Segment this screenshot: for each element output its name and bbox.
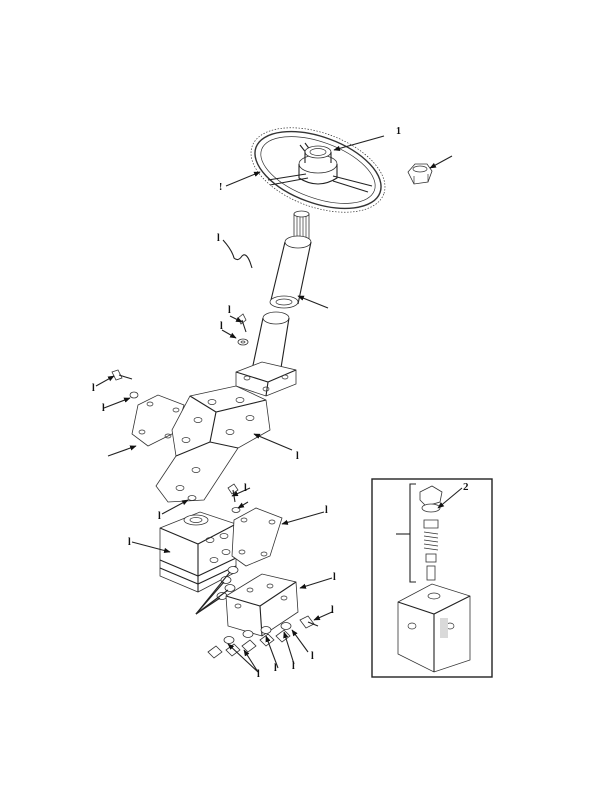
column-bolt — [237, 313, 249, 346]
callout-label: l — [311, 651, 314, 662]
left-bolts — [111, 369, 139, 399]
inset-callout-label: 2 — [463, 481, 469, 493]
callout-label: l — [158, 511, 161, 522]
side-bolt — [299, 615, 319, 629]
callout-label: l — [292, 661, 295, 672]
wheel-nut — [407, 163, 433, 185]
callout-label: l — [102, 403, 105, 414]
lower-column-tube — [235, 311, 297, 397]
inset-detail — [371, 478, 493, 678]
steering-valve — [159, 511, 237, 593]
steering-wheel — [250, 127, 386, 213]
callout-label: l — [128, 537, 131, 548]
wire-clip — [222, 239, 253, 269]
leader-lines — [95, 135, 453, 673]
upper-column-tube — [269, 235, 312, 309]
callout-label: l — [333, 572, 336, 583]
callout-label: l — [331, 605, 334, 616]
callout-label: l — [296, 451, 299, 462]
callout-label: l — [92, 383, 95, 394]
mounting-bracket — [155, 385, 271, 503]
callout-label: ! — [219, 182, 223, 193]
callout-label: l — [325, 505, 328, 516]
callout-label: l — [220, 321, 223, 332]
callout-label: l — [244, 483, 247, 494]
callout-label: l — [274, 663, 277, 674]
gasket-plate-right — [231, 507, 283, 567]
callout-label: 1 — [396, 126, 401, 137]
callout-label: l — [217, 233, 220, 244]
callout-label: l — [257, 669, 260, 680]
callout-label: l — [228, 305, 231, 316]
